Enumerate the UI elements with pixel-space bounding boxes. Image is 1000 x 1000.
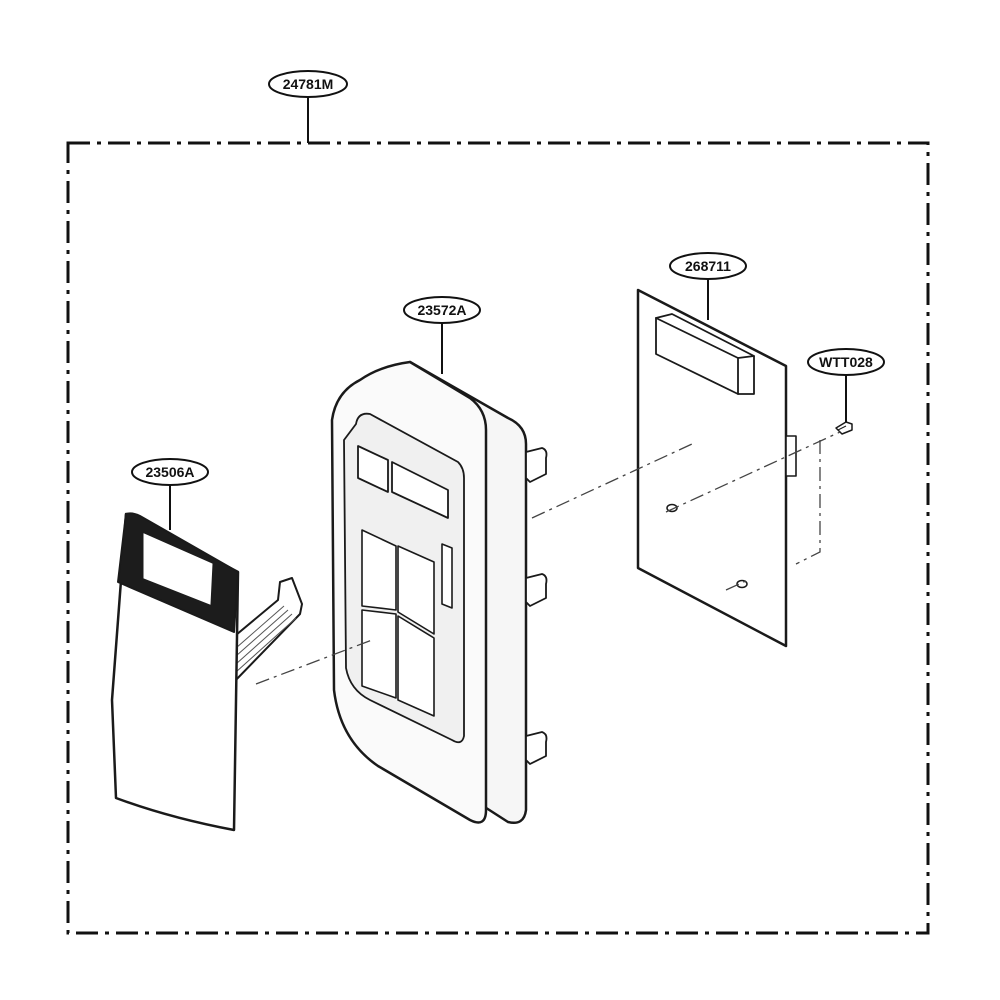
guide-membrane-to-panel	[255, 639, 373, 685]
screw-callout[interactable]: WTT028	[807, 348, 885, 422]
membrane-display-window	[143, 533, 213, 605]
assembly-guide-lines	[255, 431, 841, 685]
panel-display-window-right	[391, 461, 449, 519]
panel-clip-top	[525, 447, 548, 483]
membrane-part-number: 23506A	[145, 464, 194, 480]
panel-part-number: 23572A	[417, 302, 466, 318]
panel-side-face	[408, 360, 528, 824]
guide-panel-to-pcb	[531, 443, 693, 519]
panel-callout[interactable]: 23572A	[403, 296, 481, 374]
pcb-callout[interactable]: 268711	[669, 252, 747, 320]
control-panel-part	[330, 360, 548, 824]
panel-clip-middle	[525, 573, 548, 607]
pcb-display-module	[655, 313, 755, 395]
assembly-boundary	[66, 141, 930, 935]
membrane-keypad-part	[110, 512, 303, 832]
ribbon-cable	[229, 577, 303, 685]
assembly-part-number: 24781M	[283, 76, 334, 92]
pcb-connector	[785, 435, 797, 477]
pcb-part-number: 268711	[685, 258, 731, 274]
guide-screw-to-pcb-top	[665, 431, 841, 513]
guide-pcb-hole-bottom	[725, 579, 749, 591]
membrane-callout[interactable]: 23506A	[131, 458, 209, 530]
screw-body	[835, 421, 853, 435]
panel-keypad-cell-3	[361, 609, 397, 699]
panel-slot	[441, 543, 453, 609]
pcb-part	[636, 288, 797, 648]
assembly-callout[interactable]: 24781M	[268, 70, 348, 143]
screw-part	[835, 421, 853, 435]
screw-part-number: WTT028	[819, 354, 873, 370]
panel-clip-bottom	[525, 731, 548, 765]
panel-keypad-cell-1	[361, 529, 397, 611]
panel-display-window-left	[357, 445, 389, 493]
panel-keypad-cell-4	[397, 615, 435, 717]
guide-screw-drop	[795, 440, 821, 565]
panel-keypad-cell-2	[397, 545, 435, 635]
